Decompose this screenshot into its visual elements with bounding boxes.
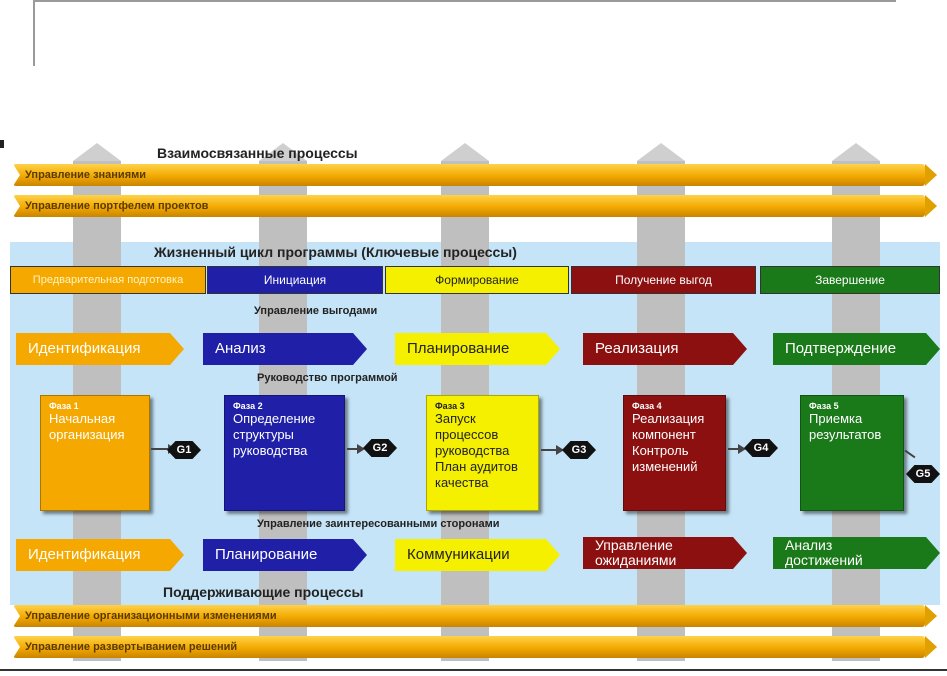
band-knowledge-management: Управление знаниями — [13, 164, 937, 186]
benefit-planning: Планирование — [395, 333, 560, 365]
frame-top-border — [34, 0, 896, 2]
benefit-realization: Реализация — [583, 333, 747, 365]
phase-box-2: Фаза 2 Определение структуры руководства — [224, 395, 345, 511]
flow-arrow-head — [738, 444, 746, 454]
gate-g5: G5 — [906, 465, 940, 483]
phase-description: Определение структуры руководства — [233, 411, 316, 458]
flow-arrow-head — [556, 445, 564, 455]
gate-g1: G1 — [167, 441, 201, 459]
phase-description: Начальная организация — [49, 411, 125, 442]
phase-header-label: Получение выгод — [615, 273, 712, 287]
phase-description: Приемка результатов — [809, 411, 882, 442]
gate-g4: G4 — [744, 439, 778, 457]
phase-header-label: Завершение — [815, 273, 885, 287]
phase-description: Реализация компонент Контроль изменений — [632, 411, 705, 474]
stakeholder-planning: Планирование — [203, 539, 367, 571]
phase-box-4: Фаза 4 Реализация компонент Контроль изм… — [623, 395, 726, 511]
flow-arrow-line — [541, 449, 562, 451]
governance-title: Руководство программой — [257, 372, 398, 384]
left-tick-mark — [0, 140, 4, 148]
phase-description: Запуск процессов руководства План аудито… — [435, 411, 518, 490]
phase-header-label: Формирование — [435, 273, 519, 287]
phase-number: Фаза 5 — [809, 401, 839, 411]
benefit-analysis: Анализ — [203, 333, 367, 365]
band-org-change: Управление организационными изменениями — [13, 605, 937, 627]
phase-header-initiation: Инициация — [207, 266, 383, 294]
phase-header-benefits: Получение выгод — [571, 266, 756, 294]
benefit-identification: Идентификация — [16, 333, 184, 365]
phase-box-1: Фаза 1 Начальная организация — [40, 395, 150, 511]
phase-header-formation: Формирование — [385, 266, 569, 294]
stakeholder-achievements: Анализ достижений — [773, 537, 940, 569]
phase-number: Фаза 1 — [49, 401, 79, 411]
phase-box-5: Фаза 5 Приемка результатов — [800, 395, 904, 511]
stakeholder-communications: Коммуникации — [395, 539, 560, 571]
band-portfolio-management: Управление портфелем проектов — [13, 195, 937, 217]
top-section-title: Взаимосвязанные процессы — [157, 145, 358, 161]
program-lifecycle-diagram: Взаимосвязанные процессы Управление знан… — [10, 143, 940, 668]
phase-header-label: Предварительная подготовка — [32, 274, 184, 286]
gate-g2: G2 — [363, 439, 397, 457]
frame-bottom-border — [0, 669, 947, 671]
gate-g3: G3 — [562, 441, 596, 459]
flow-arrow-line — [728, 448, 744, 450]
support-section-title: Поддерживающие процессы — [163, 584, 364, 600]
flow-arrow-line — [151, 448, 171, 450]
flow-arrow-head — [357, 444, 365, 454]
phase-number: Фаза 3 — [435, 401, 465, 411]
benefit-confirmation: Подтверждение — [773, 333, 940, 365]
stakeholder-title: Управление заинтересованными сторонами — [257, 518, 500, 530]
phase-header-preparation: Предварительная подготовка — [10, 266, 206, 294]
stakeholder-identification: Идентификация — [16, 539, 184, 571]
phase-box-3: Фаза 3 Запуск процессов руководства План… — [426, 395, 539, 511]
phase-number: Фаза 2 — [233, 401, 263, 411]
phase-header-closure: Завершение — [760, 266, 940, 294]
phase-header-label: Инициация — [263, 273, 327, 287]
band-solution-deployment: Управление развертыванием решений — [13, 636, 937, 658]
lifecycle-title: Жизненный цикл программы (Ключевые проце… — [154, 244, 517, 260]
benefits-title: Управление выгодами — [254, 305, 378, 317]
frame-left-border — [33, 0, 35, 66]
stakeholder-expectations: Управление ожиданиями — [583, 537, 747, 569]
flow-arrow-line — [347, 448, 363, 450]
phase-number: Фаза 4 — [632, 401, 662, 411]
